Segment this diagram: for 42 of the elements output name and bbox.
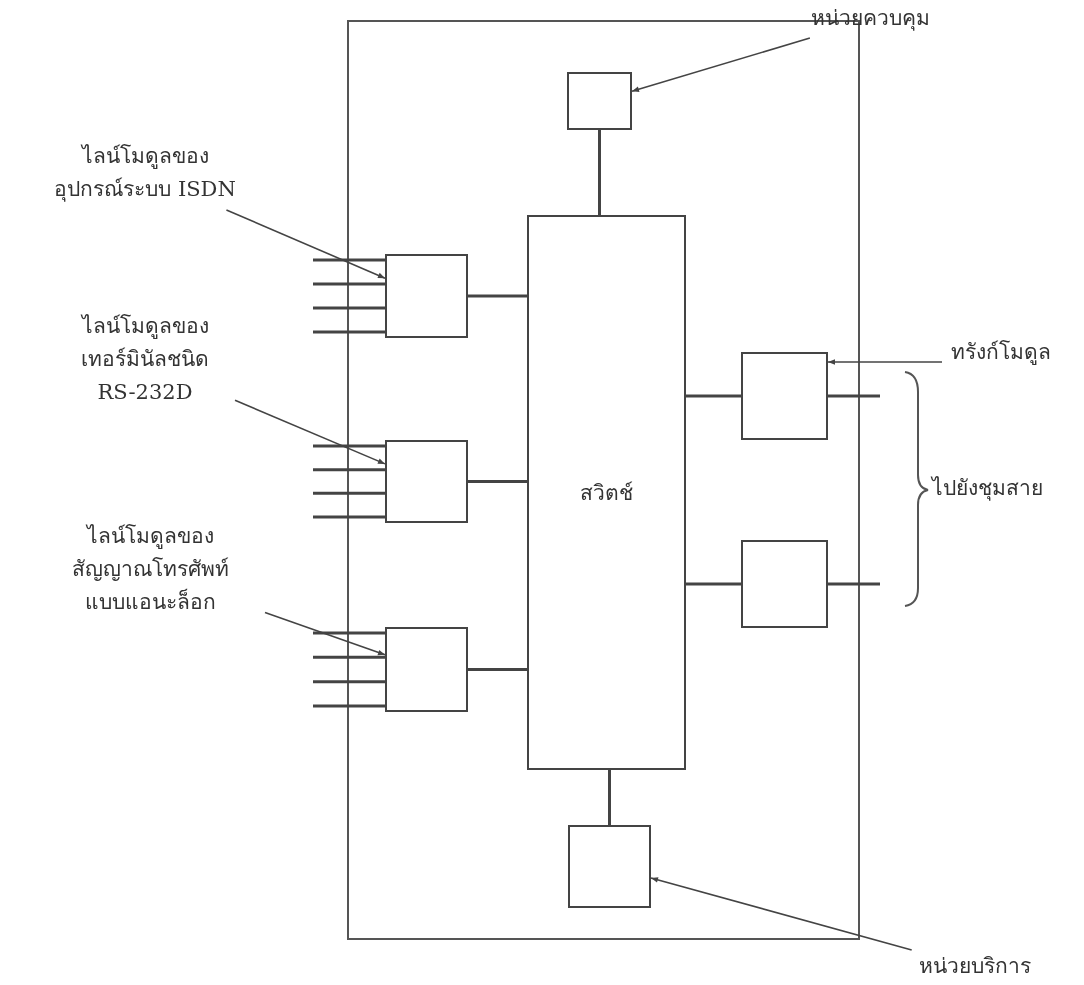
- module-box: [385, 440, 468, 523]
- line-stub: [313, 306, 385, 310]
- line-stub: [313, 258, 385, 262]
- callout-label: ทรังก์โมดูล: [942, 336, 1060, 372]
- leader-arrow: [631, 37, 811, 93]
- callout-label: ไลน์โมดูลของ เทอร์มินัลชนิด RS-232D: [55, 310, 235, 414]
- side-label: ไปยังชุมสาย: [932, 475, 1043, 503]
- callout-label: ไลน์โมดูลของ สัญญาณโทรศัพท์ แบบแอนะล็อก: [35, 520, 265, 624]
- module-box: [741, 540, 828, 628]
- module-box: [741, 352, 828, 440]
- leader-arrow: [827, 359, 943, 365]
- callout-label: หน่วยควบคุม: [775, 2, 965, 38]
- leader-arrow: [264, 611, 386, 656]
- line-stub: [828, 394, 880, 398]
- line-stub: [313, 655, 385, 659]
- line-stub: [313, 468, 385, 472]
- line-stub: [313, 515, 385, 519]
- module-box: [567, 72, 632, 130]
- connector-line: [686, 582, 741, 586]
- line-stub: [313, 631, 385, 635]
- line-stub: [313, 282, 385, 286]
- connector-line: [468, 480, 527, 483]
- connector-line: [686, 394, 741, 398]
- line-stub: [313, 444, 385, 448]
- line-stub: [313, 491, 385, 495]
- line-stub: [313, 680, 385, 684]
- leader-arrow: [234, 399, 386, 465]
- callout-label: หน่วยบริการ: [905, 950, 1045, 985]
- line-stub: [828, 582, 880, 586]
- module-box: [568, 825, 651, 908]
- connector-line: [468, 668, 527, 671]
- connector-line: [468, 294, 527, 298]
- leader-arrow: [650, 877, 913, 951]
- line-stub: [313, 704, 385, 708]
- line-stub: [313, 330, 385, 334]
- callout-label: ไลน์โมดูลของ อุปกรณ์ระบบ ISDN: [20, 140, 270, 210]
- leader-arrow: [225, 209, 386, 279]
- switch-box: สวิตช์: [527, 215, 686, 770]
- connector-line: [608, 770, 611, 825]
- module-box: [385, 254, 468, 338]
- connector-line: [598, 130, 601, 215]
- module-box: [385, 627, 468, 712]
